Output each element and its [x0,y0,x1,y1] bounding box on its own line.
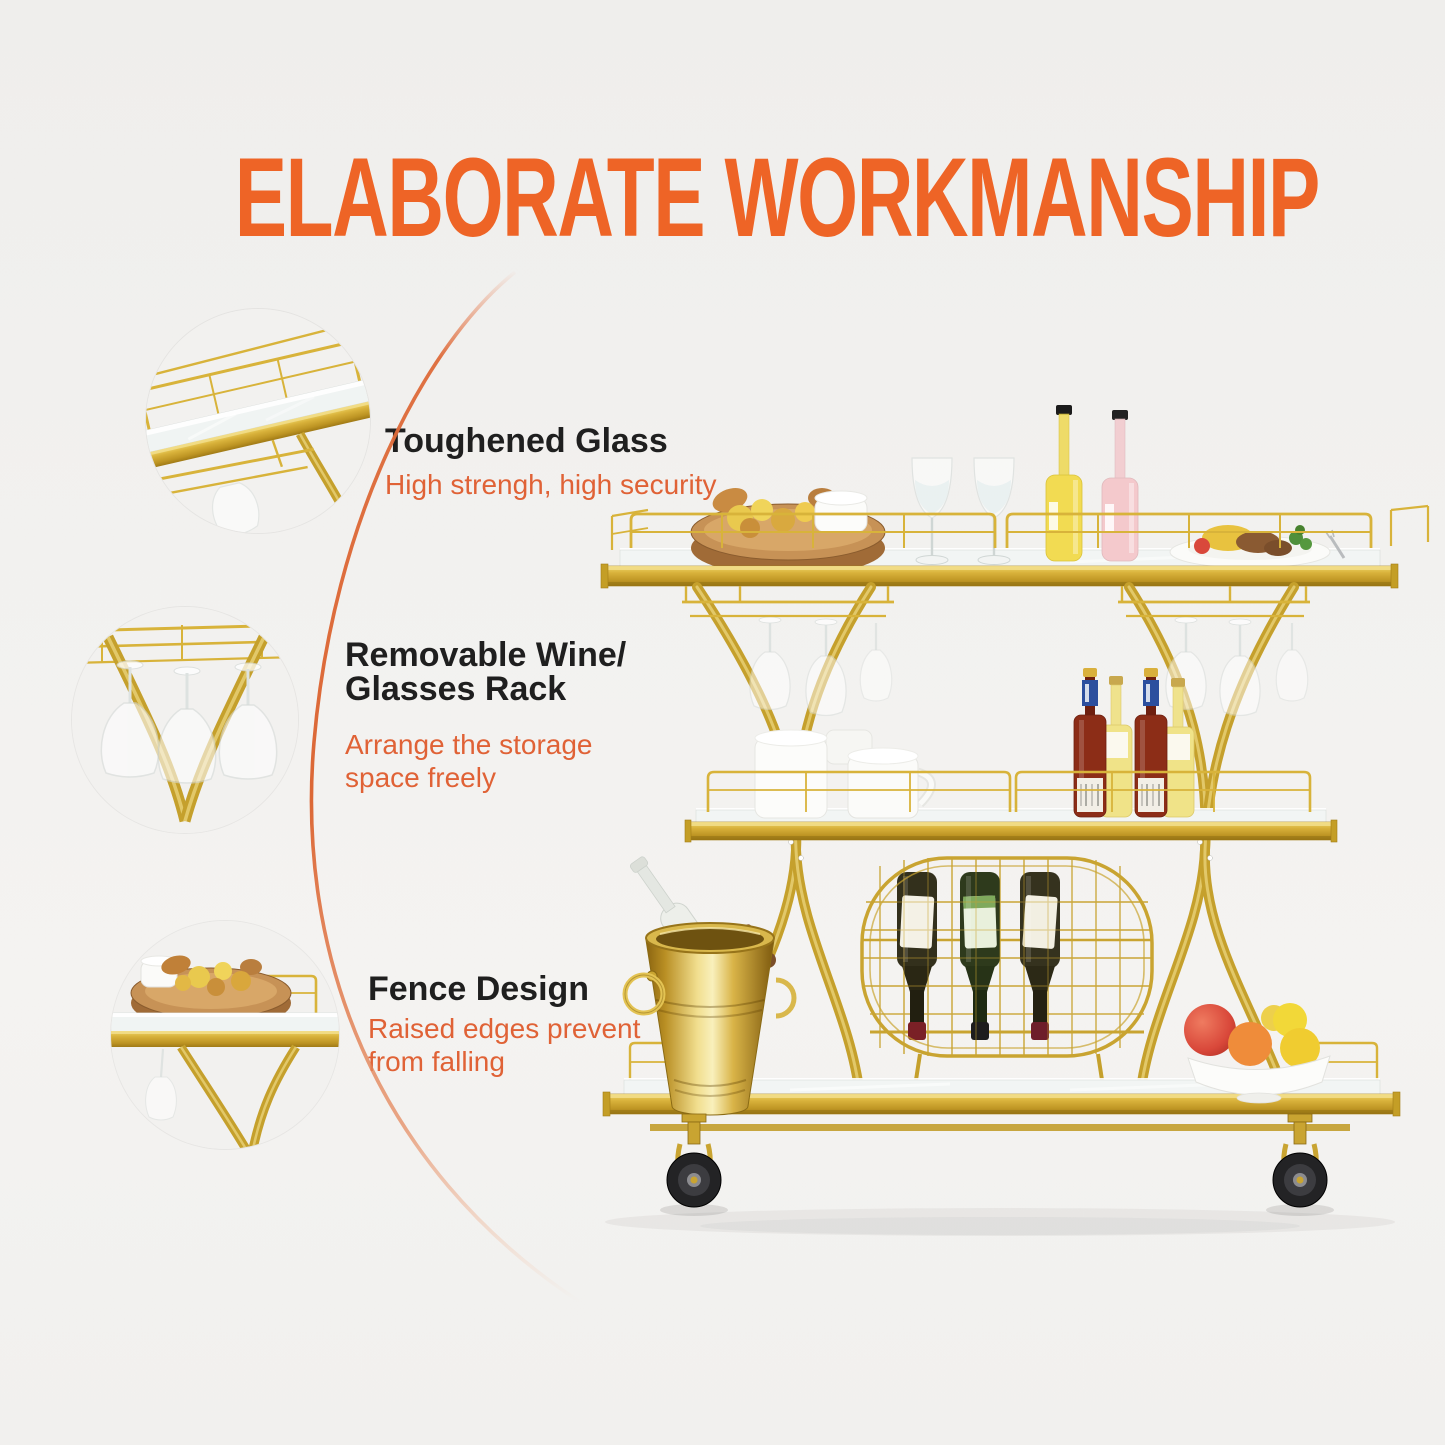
bar-cart-product-photo [600,405,1430,1236]
page-title: ELABORATE WORKMANSHIP [234,135,1321,260]
hanging-glass [100,660,160,778]
glass-shelf-closeup-illustration [146,309,370,533]
white-mugs [754,729,936,819]
fence-design-closeup-illustration [111,921,339,1149]
wine-bottle [897,872,937,1040]
right-glass-rack [1118,586,1310,717]
feature-heading: Removable Wine/ Glasses Rack [345,636,627,708]
middle-shelf-fence [706,770,1312,812]
snacks [161,955,262,996]
wine-bottle [960,872,1000,1040]
wine-glasses-rack-closeup-illustration [72,607,298,833]
white-bowl [1187,1055,1331,1096]
yellow-apple [1280,1028,1320,1068]
hanging-glass [805,618,847,717]
inset-circle-fence-design [111,921,339,1149]
orange [1228,1022,1272,1066]
snack-tray [690,487,886,576]
caster-wheel-right [1266,1113,1334,1216]
hanging-glass [1275,623,1309,702]
fruit-bowl [1184,1003,1331,1104]
hanging-glass [157,666,217,784]
amber-beer-bottle [1134,668,1168,818]
amber-beer-bottle [1073,668,1107,818]
hanging-glass [218,662,278,780]
caster-wheel-left [660,1113,728,1216]
hanging-glass [1165,616,1207,711]
fork [1328,535,1346,559]
feature-subtitle: Arrange the storage space freely [345,729,593,793]
hanging-glass [1219,618,1261,717]
ice-bucket [622,856,797,1116]
floor-shadow [605,1208,1395,1236]
wine-bottle [1020,872,1060,1040]
red-apple [1184,1004,1236,1056]
top-shelf-fence [610,504,1430,550]
wine-bottle-basket [860,856,1154,1081]
pink-bottle [1101,410,1139,562]
bottom-shelf [602,1041,1401,1131]
hanging-glass [859,623,893,702]
middle-shelf [684,668,1338,843]
feature-glasses-rack: Removable Wine/ Glasses Rack Arrange the… [345,638,626,794]
hanging-glass [749,616,791,711]
inset-circle-glasses-rack [72,607,298,833]
top-shelf [600,405,1430,589]
inset-circle-toughened-glass [146,309,370,533]
wine-glass [911,457,953,565]
left-glass-rack [682,586,894,717]
yellow-bottle [1045,405,1083,562]
